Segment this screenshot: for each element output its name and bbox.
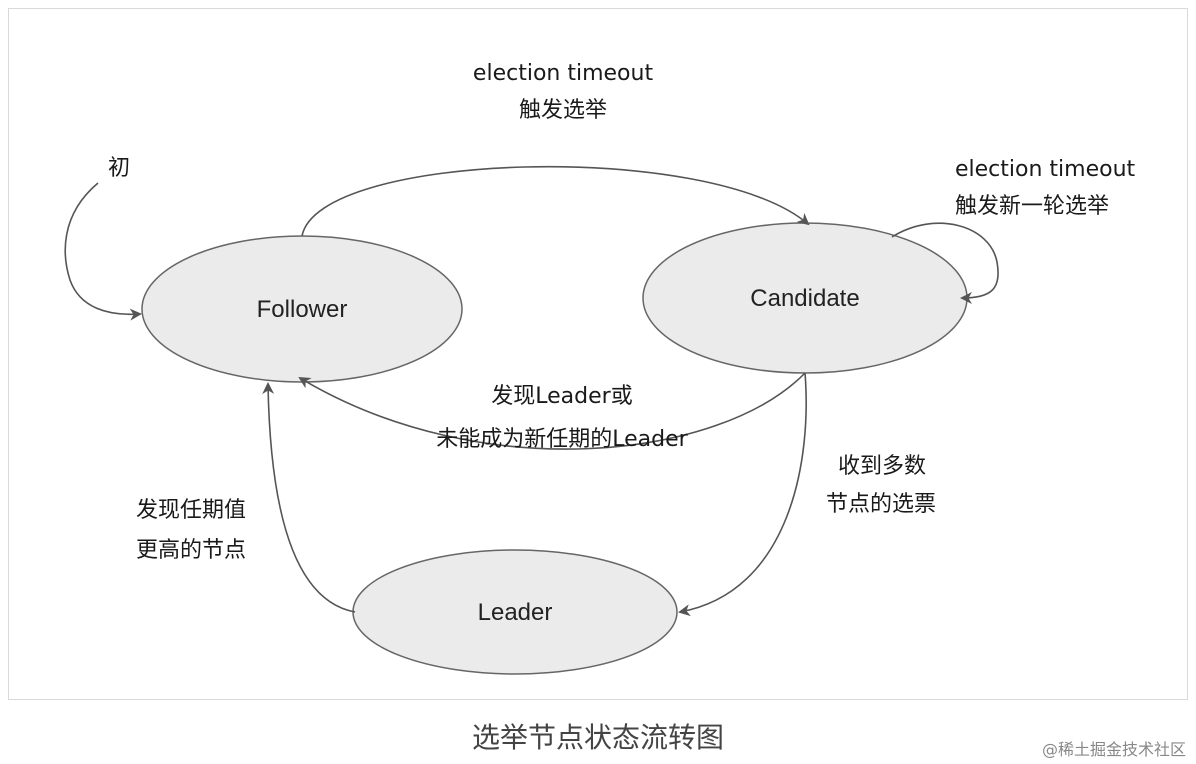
leader-to-follower-label: 发现任期值 更高的节点: [136, 498, 246, 563]
leader-to-follower-arrow: [262, 382, 356, 613]
candidate-label: Candidate: [750, 285, 859, 312]
svg-text:election timeout: election timeout: [473, 61, 654, 86]
candidate-self-label: election timeout 触发新一轮选举: [955, 157, 1136, 219]
candidate-to-leader-arrow: [678, 372, 807, 617]
svg-text:收到多数: 收到多数: [838, 454, 926, 479]
svg-text:触发新一轮选举: 触发新一轮选举: [955, 194, 1109, 219]
svg-text:election timeout: election timeout: [955, 157, 1136, 182]
svg-text:节点的选票: 节点的选票: [826, 492, 936, 517]
candidate-to-leader-label: 收到多数 节点的选票: [826, 454, 936, 517]
candidate-self-loop-arrow: [891, 222, 999, 304]
follower-label: Follower: [257, 296, 348, 323]
follower-node: Follower: [141, 235, 463, 383]
leader-node: Leader: [352, 549, 678, 675]
init-arrow: [64, 182, 142, 321]
svg-text:发现Leader或: 发现Leader或: [491, 384, 632, 409]
candidate-to-follower-label: 发现Leader或 未能成为新任期的Leader: [436, 384, 688, 452]
svg-text:更高的节点: 更高的节点: [136, 538, 246, 563]
leader-label: Leader: [478, 599, 553, 626]
diagram-caption: 选举节点状态流转图: [471, 721, 724, 754]
follower-to-candidate-label: election timeout 触发选举: [473, 61, 654, 123]
svg-text:发现任期值: 发现任期值: [136, 498, 246, 523]
follower-to-candidate-arrow: [301, 165, 810, 237]
svg-text:未能成为新任期的Leader: 未能成为新任期的Leader: [436, 427, 688, 452]
candidate-node: Candidate: [642, 222, 968, 374]
svg-text:触发选举: 触发选举: [519, 98, 607, 123]
candidate-to-follower-arrow: [298, 372, 806, 450]
watermark: @稀土掘金技术社区: [1041, 740, 1186, 759]
init-label: 初: [108, 156, 130, 181]
